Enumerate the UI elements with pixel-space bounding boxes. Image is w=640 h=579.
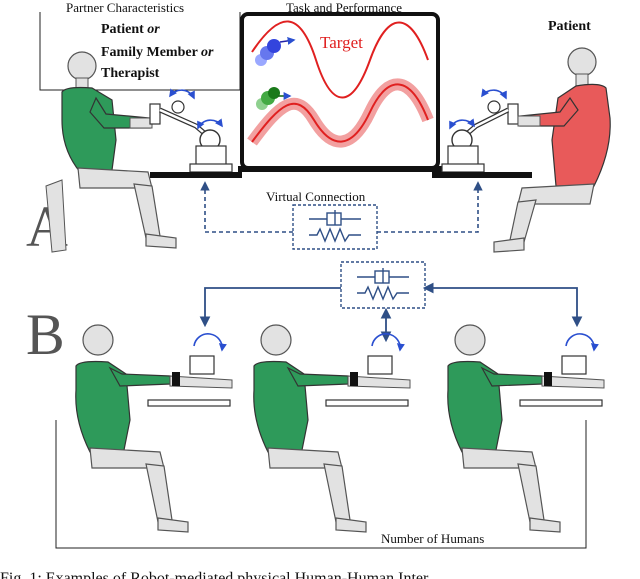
monitor bbox=[238, 12, 442, 172]
partner-characteristics-title: Partner Characteristics bbox=[66, 0, 184, 15]
patient-label: Patient bbox=[548, 19, 591, 34]
connection-arrow-left bbox=[200, 181, 293, 233]
robot-right bbox=[441, 88, 519, 173]
b-human-1 bbox=[75, 324, 233, 533]
virtual-connection-box bbox=[292, 204, 378, 250]
figure-caption: Fig. 1: Examples of Robot-mediated physi… bbox=[0, 570, 429, 579]
partner-therapist-line: Therapist bbox=[101, 66, 160, 81]
b-human-2 bbox=[253, 324, 411, 533]
b-arrow-left bbox=[199, 287, 341, 328]
virtual-connection-label: Virtual Connection bbox=[266, 189, 366, 204]
partner-family-line: Family Member or bbox=[101, 45, 214, 60]
partner-patient-line: Patient or bbox=[101, 22, 160, 37]
robot-left bbox=[149, 88, 233, 173]
connection-arrow-right bbox=[377, 181, 483, 233]
number-of-humans-label: Number of Humans bbox=[381, 531, 484, 546]
table-left bbox=[150, 172, 242, 178]
b-human-3 bbox=[447, 324, 605, 533]
person-left-green bbox=[45, 51, 177, 253]
task-performance-title: Task and Performance bbox=[286, 0, 402, 15]
panel-b-letter: B bbox=[26, 302, 65, 367]
spring-damper-icon bbox=[308, 210, 362, 242]
number-of-humans-bracket bbox=[55, 420, 587, 549]
b-arrow-right bbox=[422, 282, 583, 328]
target-label: Target bbox=[320, 33, 363, 52]
table-right bbox=[432, 172, 532, 178]
partner-characteristics-box: Partner Characteristics Patient or Famil… bbox=[39, 0, 241, 91]
spring-damper-icon-b bbox=[356, 268, 410, 300]
person-right-red: Patient bbox=[493, 19, 611, 253]
